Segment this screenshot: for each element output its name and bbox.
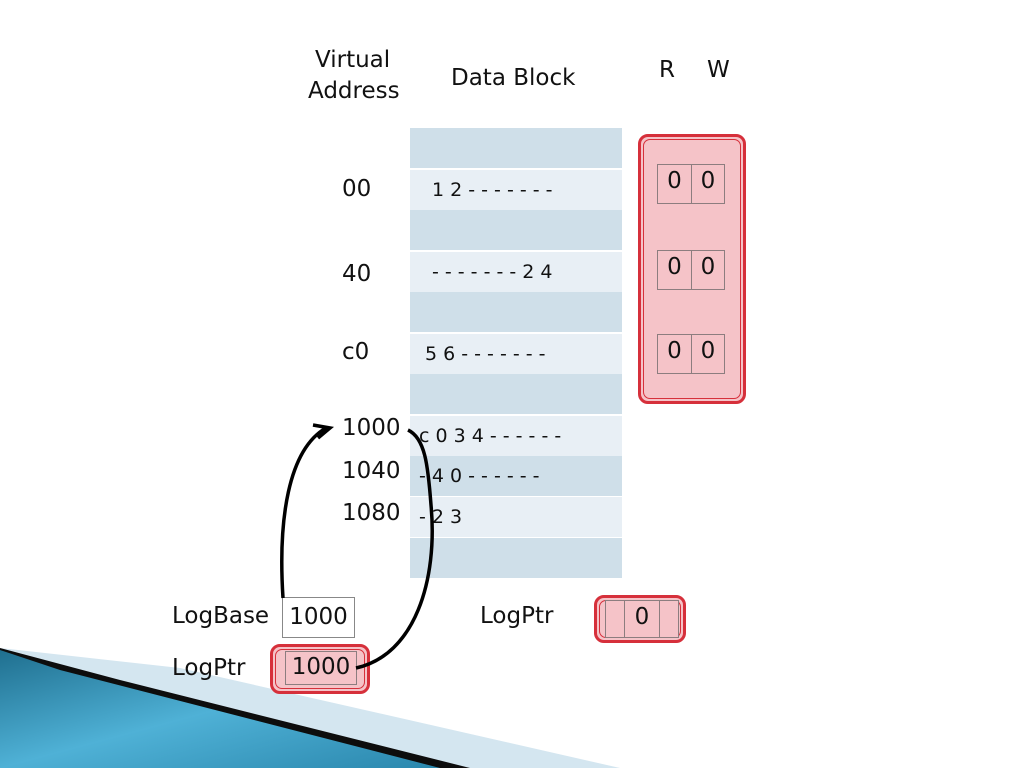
- data-row: [410, 128, 622, 168]
- data-block-header: Data Block: [451, 65, 576, 91]
- w-bit-cell: 0: [691, 164, 725, 204]
- right-logptr-label: LogPtr: [480, 603, 554, 629]
- w-header: W: [707, 57, 730, 83]
- right-logptr-value-box: 0: [624, 600, 660, 638]
- r-bit-cell: 0: [657, 334, 692, 374]
- w-bit-cell: 0: [691, 334, 725, 374]
- virtual-address-header-line2: Address: [308, 78, 400, 104]
- address-label: 1000: [342, 415, 401, 441]
- logbase-arrow: [280, 426, 327, 599]
- data-row: [410, 292, 622, 332]
- decorative-corner-wedge: [0, 648, 620, 768]
- address-label: 1080: [342, 500, 401, 526]
- r-bit-cell: 0: [657, 164, 692, 204]
- right-logptr-cell-right: [659, 600, 679, 638]
- logptr-arrow: [355, 428, 434, 670]
- data-row: 5 6 - - - - - - -: [410, 334, 622, 374]
- r-header: R: [659, 57, 675, 83]
- logptr-label: LogPtr: [172, 655, 246, 681]
- logbase-value-box: 1000: [282, 597, 355, 638]
- address-label: c0: [342, 339, 370, 365]
- data-row: [410, 538, 622, 578]
- data-row: [410, 374, 622, 414]
- virtual-address-header-line1: Virtual: [315, 47, 391, 73]
- data-row: - 4 0 - - - - - -: [410, 456, 622, 496]
- data-row: c 0 3 4 - - - - - -: [410, 416, 622, 456]
- w-bit-cell: 0: [691, 250, 725, 290]
- data-row: [410, 210, 622, 250]
- data-row: - 2 3: [410, 497, 622, 537]
- logbase-label: LogBase: [172, 603, 270, 629]
- address-label: 00: [342, 176, 372, 202]
- data-row: 1 2 - - - - - - -: [410, 170, 622, 210]
- logbase-arrowhead: [312, 423, 335, 440]
- address-label: 40: [342, 261, 372, 287]
- data-row: - - - - - - - 2 4: [410, 252, 622, 292]
- address-label: 1040: [342, 458, 401, 484]
